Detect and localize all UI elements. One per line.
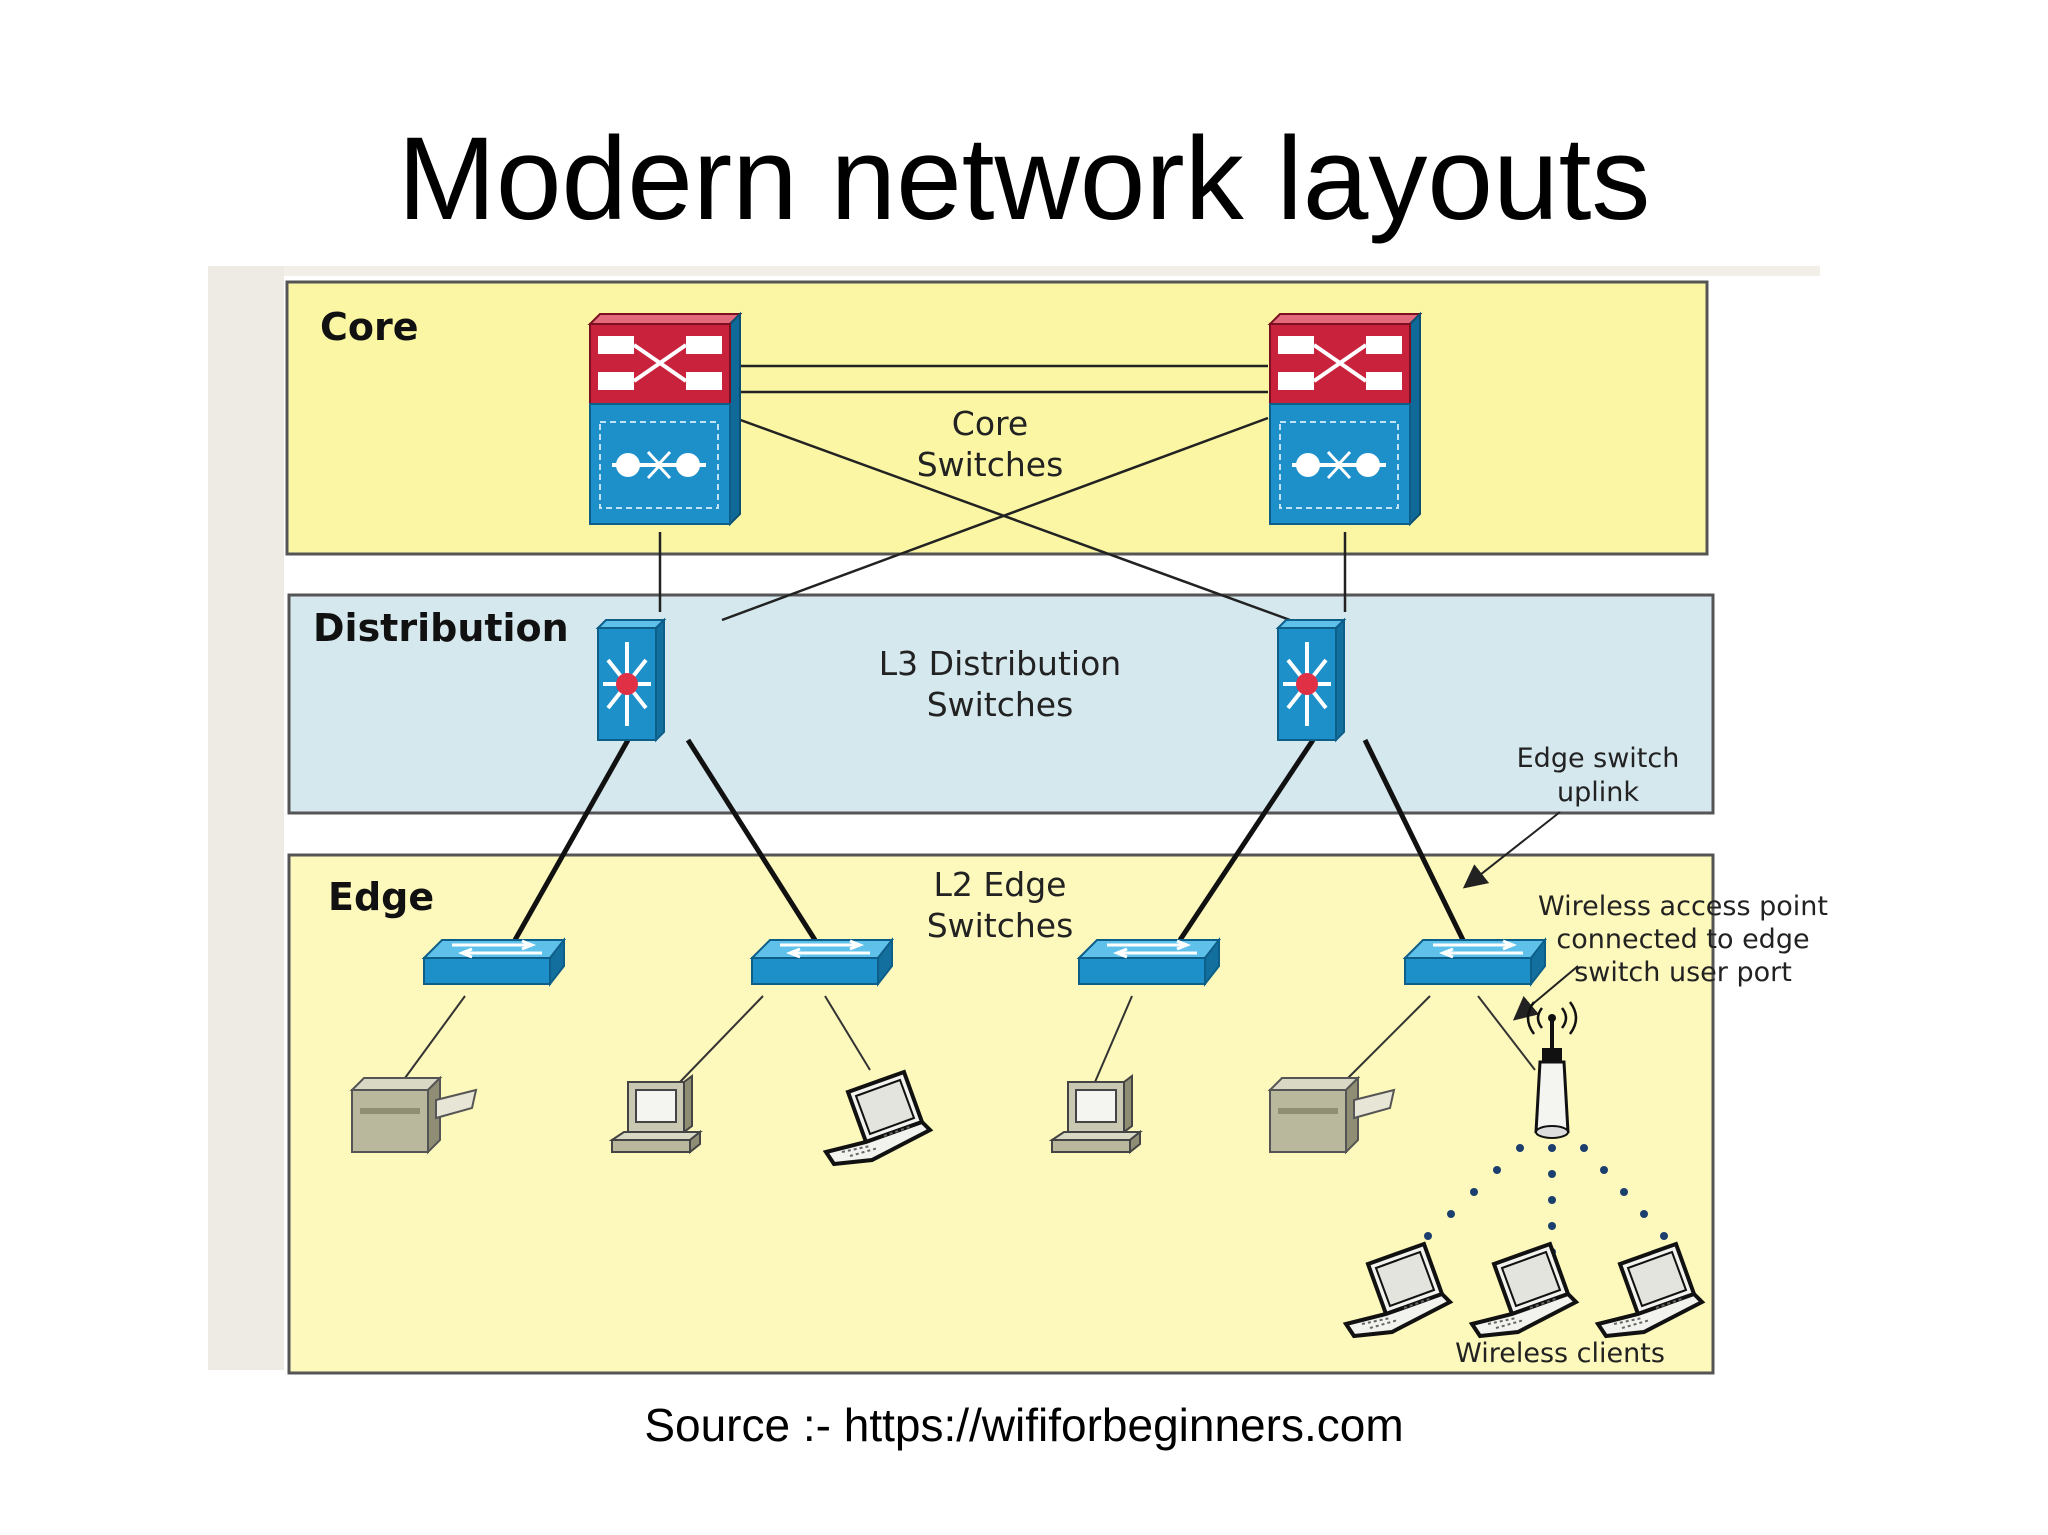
core-switch-right — [1268, 312, 1422, 526]
slide-title: Modern network layouts — [397, 113, 1651, 245]
distribution-switch-left — [596, 618, 666, 742]
uplink-links — [512, 738, 1466, 942]
distribution-switches-label-line1: L3 Distribution — [879, 644, 1121, 683]
edge-switch-3 — [1077, 938, 1221, 986]
core-layer-label: Core — [320, 305, 419, 349]
core-switches-label-line2: Switches — [917, 445, 1064, 484]
wireless-ap-label-line2: connected to edge — [1556, 924, 1809, 955]
wireless-ap-arrow — [1512, 965, 1579, 1021]
edge-uplink-arrow — [1462, 811, 1561, 889]
edge-uplink-label-line1: Edge switch — [1517, 743, 1680, 774]
distribution-layer-label: Distribution — [313, 606, 569, 650]
source-citation: Source :- https://wififorbeginners.com — [644, 1399, 1404, 1451]
edge-uplink-label-line2: uplink — [1557, 777, 1639, 808]
edge-switches-label-line2: Switches — [927, 906, 1074, 945]
core-links — [658, 364, 1347, 622]
access-links — [404, 995, 1536, 1083]
edge-switch-2 — [750, 938, 894, 986]
wireless-ap-label-line3: switch user port — [1574, 957, 1792, 988]
core-switches-label-line1: Core — [952, 404, 1028, 443]
wireless-clients-label: Wireless clients — [1455, 1338, 1665, 1369]
distribution-switch-right — [1276, 618, 1346, 742]
core-switch-left — [588, 312, 742, 526]
wireless-ap-label-line1: Wireless access point — [1538, 891, 1828, 922]
distribution-switches-label-line2: Switches — [927, 685, 1074, 724]
edge-layer-label: Edge — [328, 875, 434, 919]
core-layer-band — [285, 280, 1709, 556]
edge-switches-label-line1: L2 Edge — [934, 865, 1067, 904]
distribution-layer-band — [287, 593, 1715, 815]
edge-switch-4 — [1403, 938, 1547, 986]
edge-switch-1 — [422, 938, 566, 986]
